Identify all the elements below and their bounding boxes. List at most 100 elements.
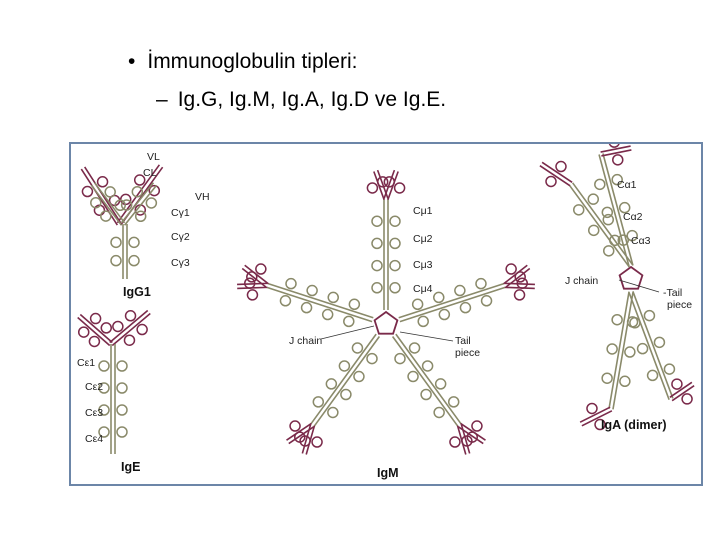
domain-loop xyxy=(353,370,365,383)
chain-strand xyxy=(286,422,312,441)
domain-loop xyxy=(572,204,585,216)
domain-loop xyxy=(104,186,116,198)
domain-loop xyxy=(116,404,128,416)
chain-strand xyxy=(288,426,315,445)
domain-loop xyxy=(371,237,383,250)
sub-point: –Ig.G, Ig.M, Ig.A, Ig.D ve Ig.E. xyxy=(156,88,446,112)
chain-strand xyxy=(79,313,113,344)
domain-loop xyxy=(513,289,526,301)
bullet-text: İmmunoglobulin tipleri: xyxy=(147,50,358,73)
domain-loop xyxy=(606,343,618,355)
domain-loop xyxy=(116,360,128,372)
chain-strand xyxy=(541,161,573,184)
domain-loop xyxy=(505,263,517,275)
chain-strand xyxy=(602,153,634,266)
chain-strand xyxy=(671,384,695,402)
domain-loop xyxy=(100,210,112,222)
igm-piece-label: piece xyxy=(455,347,480,359)
domain-loop xyxy=(434,378,447,390)
domain-loop xyxy=(594,178,606,191)
domain-loop xyxy=(131,185,144,198)
iga-title: IgA (dimer) xyxy=(601,418,667,432)
domain-loop xyxy=(90,196,102,209)
domain-loop xyxy=(611,173,623,186)
chain-strand xyxy=(460,424,471,454)
ige-labels: Cε1 Cε2 Cε3 Cε4 IgE xyxy=(77,357,140,474)
domain-loop xyxy=(663,363,676,375)
domain-loop xyxy=(646,369,659,382)
cm4-label: Cμ4 xyxy=(413,283,433,295)
igg1-title: IgG1 xyxy=(123,285,151,299)
iga-tail-label: -Tail xyxy=(663,287,682,299)
domain-loop xyxy=(594,418,606,431)
domain-loop xyxy=(327,291,339,304)
chain-strand xyxy=(571,182,634,266)
chain-strand xyxy=(612,292,634,410)
chain-strand xyxy=(310,333,377,425)
domain-loop xyxy=(371,215,383,227)
chain-strand xyxy=(116,164,161,224)
domain-loop xyxy=(389,215,401,227)
domain-loop xyxy=(433,291,445,304)
domain-loop xyxy=(376,176,389,188)
chain-strand xyxy=(456,425,467,455)
chain-strand xyxy=(267,282,374,319)
domain-loop xyxy=(325,378,338,390)
domain-loop xyxy=(389,237,401,250)
iga-tail-pointer xyxy=(618,279,660,293)
domain-loop xyxy=(366,352,378,365)
domain-loop xyxy=(601,372,613,384)
igm-jchain-pointer xyxy=(320,325,375,340)
domain-loop xyxy=(411,298,424,311)
chain-strand xyxy=(504,282,535,286)
sub-dash: – xyxy=(156,88,168,111)
ca1-label: Cα1 xyxy=(617,179,637,191)
domain-loop xyxy=(255,263,267,275)
igm-title: IgM xyxy=(377,466,399,480)
cg2-label: Cγ2 xyxy=(171,231,190,243)
ca3-label: Cα3 xyxy=(631,235,651,247)
domain-loop xyxy=(338,360,351,372)
chain-strand xyxy=(93,182,126,224)
domain-loop xyxy=(420,388,432,401)
cm1-label: Cμ1 xyxy=(413,205,433,217)
domain-loop xyxy=(110,236,122,249)
domain-loop xyxy=(454,284,466,297)
chain-strand xyxy=(598,154,630,267)
domain-loop xyxy=(351,342,364,354)
domain-loop xyxy=(586,402,598,415)
domain-loop xyxy=(321,308,334,321)
domain-loop xyxy=(371,282,383,294)
cm2-label: Cμ2 xyxy=(413,233,433,245)
chain-strand xyxy=(387,171,399,200)
ige-title: IgE xyxy=(121,460,140,474)
igm-tail-pointer xyxy=(399,331,454,342)
domain-loop xyxy=(133,174,146,186)
chain-strand xyxy=(399,286,506,323)
domain-loop xyxy=(311,436,323,448)
domain-loop xyxy=(128,254,140,267)
domain-loop xyxy=(246,289,259,301)
domain-loop xyxy=(671,378,683,390)
domain-loop xyxy=(393,182,406,194)
cm3-label: Cμ3 xyxy=(413,259,433,271)
domain-loop xyxy=(417,315,429,328)
domain-loop xyxy=(327,406,339,419)
domain-loop xyxy=(433,406,445,419)
domain-loop xyxy=(88,335,101,348)
domain-loop xyxy=(299,435,311,447)
domain-loop xyxy=(98,382,110,394)
domain-loop xyxy=(81,185,94,198)
igm-tail-label: Tail xyxy=(455,335,471,347)
domain-loop xyxy=(475,277,487,290)
domain-loop xyxy=(300,301,313,314)
antibody-diagram: VL CL VH Cγ1 Cγ2 Cγ3 IgG1 Cε1 Cε2 Cε3 Cε… xyxy=(77,144,695,480)
domain-loop xyxy=(394,352,406,365)
domain-loop xyxy=(619,375,631,388)
domain-loop xyxy=(653,336,666,349)
domain-loop xyxy=(312,396,325,408)
domain-loop xyxy=(480,295,493,307)
vh-label: VH xyxy=(195,191,210,203)
domain-loop xyxy=(459,301,472,314)
chain-strand xyxy=(391,336,459,427)
